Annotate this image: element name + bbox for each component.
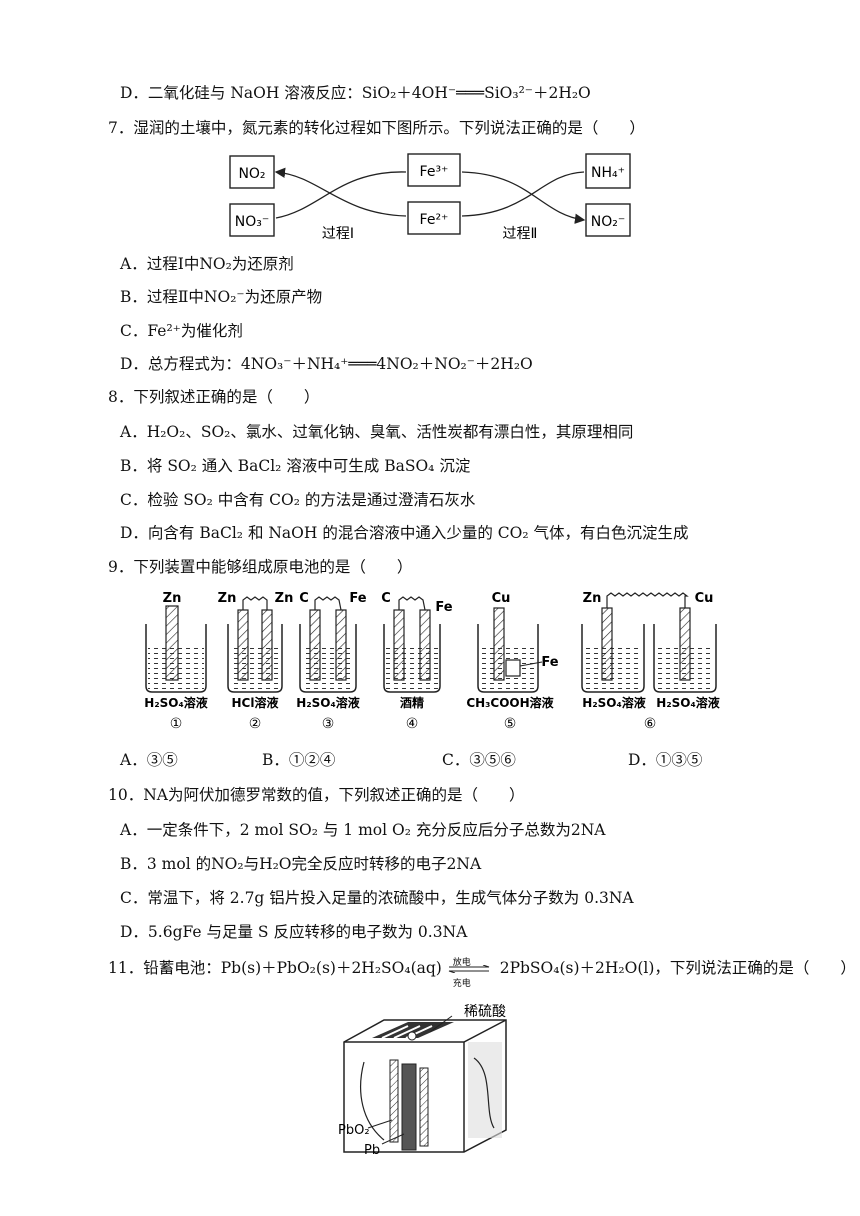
svg-text:①: ① (170, 716, 183, 732)
svg-text:Fe: Fe (435, 600, 452, 615)
cell-1: Zn H₂SO₄溶液 ① (144, 591, 207, 732)
svg-text:⑥: ⑥ (644, 716, 657, 732)
q9-option-d: D．①③⑤ (628, 751, 703, 769)
svg-text:Zn: Zn (275, 591, 294, 606)
arrow-bottom-label: 充电 (452, 979, 471, 989)
q9-option-c: C．③⑤⑥ (442, 751, 516, 769)
cell-3: C Fe H₂SO₄溶液 ③ (296, 591, 366, 732)
q8-option-b: B．将 SO₂ 通入 BaCl₂ 溶液中可生成 BaSO₄ 沉淀 (120, 457, 471, 475)
box-no3: NO₃⁻ (235, 214, 270, 230)
q10-option-b: B．3 mol 的NO₂与H₂O完全反应时转移的电子2NA (120, 855, 482, 873)
svg-text:Zn: Zn (583, 591, 602, 606)
svg-text:②: ② (249, 716, 262, 732)
q10-option-c: C．常温下，将 2.7g 铝片投入足量的浓硫酸中，生成气体分子数为 0.3NA (120, 889, 634, 907)
svg-text:Zn: Zn (163, 591, 182, 606)
q8-option-a: A．H₂O₂、SO₂、氯水、过氧化钠、臭氧、活性炭都有漂白性，其原理相同 (120, 423, 634, 441)
label-dilute-sulfuric-acid: 稀硫酸 (464, 1004, 506, 1020)
nitrogen-cycle-diagram: NO₂ NO₃⁻ Fe³⁺ Fe²⁺ NH₄⁺ NO₂⁻ 过程Ⅰ 过程Ⅱ (229, 153, 631, 242)
cell-4: C Fe 酒精 ④ (381, 591, 453, 732)
svg-text:Zn: Zn (218, 591, 237, 606)
box-no2: NO₂ (238, 166, 265, 182)
q8-stem: 8．下列叙述正确的是（ ） (108, 388, 320, 406)
q7-option-a: A．过程Ⅰ中NO₂为还原剂 (120, 255, 294, 273)
process-1-label: 过程Ⅰ (322, 226, 354, 242)
box-nh4: NH₄⁺ (591, 165, 625, 181)
q9-option-a: A．③⑤ (120, 751, 178, 769)
q11-stem-right: 2PbSO₄(s)＋2H₂O(l)，下列说法正确的是（ ） (499, 959, 856, 977)
q9-stem: 9．下列装置中能够组成原电池的是（ ） (108, 558, 413, 576)
box-fe2: Fe²⁺ (420, 212, 449, 228)
label-pbo2: PbO₂ (338, 1123, 370, 1138)
svg-text:Cu: Cu (695, 591, 714, 606)
svg-text:④: ④ (406, 716, 419, 732)
cell-6: Zn Cu H₂SO₄溶液 H₂SO₄溶液 ⑥ (581, 591, 720, 732)
q7-option-d: D．总方程式为：4NO₃⁻＋NH₄⁺═══4NO₂＋NO₂⁻＋2H₂O (120, 355, 533, 373)
svg-text:C: C (299, 591, 309, 606)
svg-text:C: C (381, 591, 391, 606)
q11-stem-left: 11．铅蓄电池：Pb(s)＋PbO₂(s)＋2H₂SO₄(aq) (108, 959, 442, 977)
svg-text:Fe: Fe (541, 655, 558, 670)
q11-stem: 11．铅蓄电池：Pb(s)＋PbO₂(s)＋2H₂SO₄(aq) 放电 充电 2… (108, 957, 856, 989)
svg-text:H₂SO₄溶液: H₂SO₄溶液 (656, 695, 719, 710)
box-no2-minus: NO₂⁻ (591, 214, 626, 230)
q10-option-a: A．一定条件下，2 mol SO₂ 与 1 mol O₂ 充分反应后分子总数为2… (120, 821, 606, 839)
q6-option-d: D．二氧化硅与 NaOH 溶液反应：SiO₂＋4OH⁻═══SiO₃²⁻＋2H₂… (120, 84, 591, 102)
svg-text:H₂SO₄溶液: H₂SO₄溶液 (144, 695, 207, 710)
label-pb: Pb (364, 1143, 380, 1158)
equilibrium-arrow: 放电 充电 (447, 957, 495, 989)
process-2-label: 过程Ⅱ (503, 226, 538, 242)
galvanic-cells-figure: Zn H₂SO₄溶液 ① Zn Zn HCl溶液 ② C Fe H₂SO₄溶液 … (144, 591, 720, 732)
q7-stem: 7．湿润的土壤中，氮元素的转化过程如下图所示。下列说法正确的是（ ） (108, 119, 645, 137)
q9-option-b: B．①②④ (262, 751, 336, 769)
svg-text:酒精: 酒精 (400, 695, 424, 710)
box-fe3: Fe³⁺ (420, 164, 449, 180)
q10-option-d: D．5.6gFe 与足量 S 反应转移的电子数为 0.3NA (120, 923, 468, 941)
svg-text:Fe: Fe (349, 591, 366, 606)
q7-option-b: B．过程Ⅱ中NO₂⁻为还原产物 (120, 288, 323, 306)
svg-text:③: ③ (322, 716, 335, 732)
q8-option-c: C．检验 SO₂ 中含有 CO₂ 的方法是通过澄清石灰水 (120, 491, 476, 509)
svg-text:CH₃COOH溶液: CH₃COOH溶液 (466, 695, 553, 710)
svg-text:⑤: ⑤ (504, 716, 517, 732)
cell-2: Zn Zn HCl溶液 ② (218, 591, 294, 732)
q8-option-d: D．向含有 BaCl₂ 和 NaOH 的混合溶液中通入少量的 CO₂ 气体，有白… (120, 524, 689, 542)
q7-option-c: C．Fe²⁺为催化剂 (120, 322, 243, 340)
svg-text:H₂SO₄溶液: H₂SO₄溶液 (582, 695, 645, 710)
svg-text:Cu: Cu (492, 591, 511, 606)
q10-stem: 10．NA为阿伏加德罗常数的值，下列叙述正确的是（ ） (108, 786, 525, 804)
lead-acid-battery-figure: 稀硫酸 PbO₂ Pb (338, 1004, 507, 1158)
svg-text:HCl溶液: HCl溶液 (232, 695, 279, 710)
cell-5: Cu Fe CH₃COOH溶液 ⑤ (466, 591, 558, 732)
svg-text:H₂SO₄溶液: H₂SO₄溶液 (296, 695, 359, 710)
arrow-top-label: 放电 (452, 958, 471, 968)
